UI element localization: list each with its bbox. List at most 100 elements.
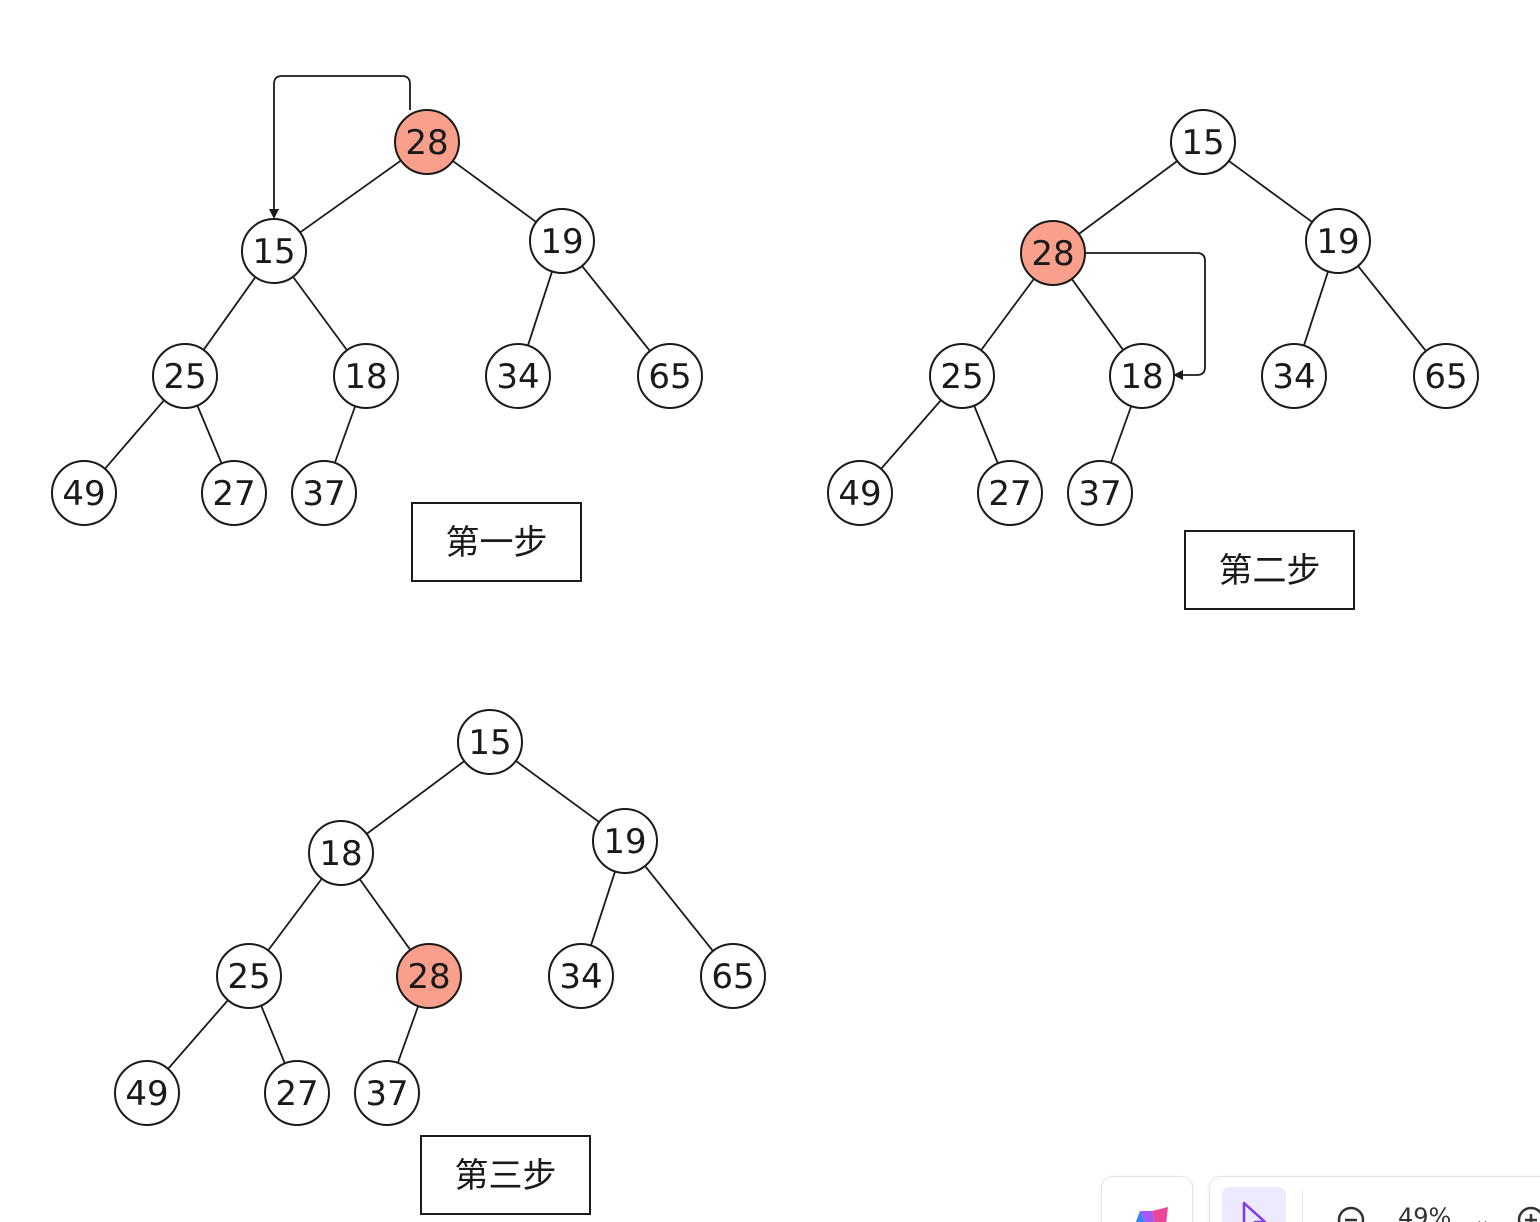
toolbar-divider [1302,1191,1303,1222]
tree-node-highlighted: 28 [394,109,460,175]
node-circle [457,709,523,775]
tree-node: 18 [1109,343,1175,409]
swap-arrow [1085,252,1206,380]
tree-node: 27 [201,460,267,526]
tree-node: 49 [51,460,117,526]
tree-node: 25 [216,943,282,1009]
tree-edge [299,159,402,234]
zoom-dropdown-caret[interactable]: ⌄ [1474,1207,1491,1222]
swap-arrow [269,75,411,219]
node-value: 37 [365,1074,408,1114]
node-value: 34 [496,357,539,397]
zoom-out-icon[interactable] [1336,1205,1366,1222]
tree-node: 27 [264,1060,330,1126]
node-circle [333,343,399,409]
node-value: 65 [1424,357,1467,397]
tree-node: 37 [1067,460,1133,526]
node-value: 15 [252,232,295,272]
tree-node: 19 [1305,208,1371,274]
node-value: 28 [1031,234,1074,274]
tree-node: 65 [637,343,703,409]
tree-edge [527,271,553,346]
node-value: 27 [275,1074,318,1114]
tree-node: 25 [152,343,218,409]
tree-edge [1078,160,1178,235]
tree-edge [292,276,348,351]
step-label-text: 第三步 [455,1156,557,1196]
tree-node: 19 [592,808,658,874]
tree-node: 34 [1261,343,1327,409]
node-circle [394,109,460,175]
tree-node: 37 [354,1060,420,1126]
canvas-toolbar: 49% ⌄ [1209,1176,1540,1222]
node-circle [1305,208,1371,274]
tree-node: 37 [291,460,357,526]
step-label-text: 第一步 [446,523,548,563]
node-circle [241,218,307,284]
tree-node: 15 [241,218,307,284]
tree-edge [590,871,616,946]
tree-edge [196,405,223,464]
tree-node: 19 [529,208,595,274]
node-value: 19 [540,222,583,262]
zoom-in-icon[interactable] [1516,1205,1540,1222]
tree-node: 18 [333,343,399,409]
tree-edge [358,878,412,951]
node-circle [485,343,551,409]
node-value: 18 [319,834,362,874]
node-value: 25 [227,957,270,997]
tree-edge [1303,271,1329,346]
tree-edge [581,265,651,352]
tree-node: 34 [548,943,614,1009]
node-circle [216,943,282,1009]
node-value: 15 [468,723,511,763]
step-label-border [420,1135,591,1215]
node-circle [700,943,766,1009]
node-value: 28 [405,123,448,163]
node-circle [291,460,357,526]
tree-edge [167,999,229,1070]
node-circle [529,208,595,274]
tree-node: 65 [700,943,766,1009]
node-value: 37 [302,474,345,514]
node-value: 34 [559,957,602,997]
node-value: 37 [1078,474,1121,514]
tree-edge [396,1005,420,1064]
step-label-text: 第二步 [1219,551,1321,591]
node-circle [637,343,703,409]
tree-node: 27 [977,460,1043,526]
node-value: 25 [940,357,983,397]
tree-node-highlighted: 28 [396,943,462,1009]
app-logo-icon [1135,1207,1168,1222]
node-circle [1020,220,1086,286]
node-value: 34 [1272,357,1315,397]
tree-node: 15 [1170,109,1236,175]
node-circle [264,1060,330,1126]
node-circle [1170,109,1236,175]
app-logo-card[interactable] [1101,1176,1193,1222]
tree-node: 34 [485,343,551,409]
tree-node: 25 [929,343,995,409]
node-circle [308,820,374,886]
tree-edge [644,865,714,952]
pointer-tool-button[interactable] [1222,1187,1286,1222]
pointer-icon [1242,1201,1267,1222]
node-circle [201,460,267,526]
node-value: 19 [603,822,646,862]
node-value: 15 [1181,123,1224,163]
zoom-level[interactable]: 49% [1398,1203,1452,1222]
node-circle [354,1060,420,1126]
tree-node-highlighted: 28 [1020,220,1086,286]
tree-edge [973,405,999,464]
node-circle [51,460,117,526]
node-circle [396,943,462,1009]
node-circle [1109,343,1175,409]
node-circle [977,460,1043,526]
node-circle [929,343,995,409]
tree-edge [1109,405,1133,464]
node-circle [1261,343,1327,409]
tree-edge [1071,278,1124,351]
node-value: 27 [212,474,255,514]
step-label-box: 第二步 [1184,530,1355,610]
